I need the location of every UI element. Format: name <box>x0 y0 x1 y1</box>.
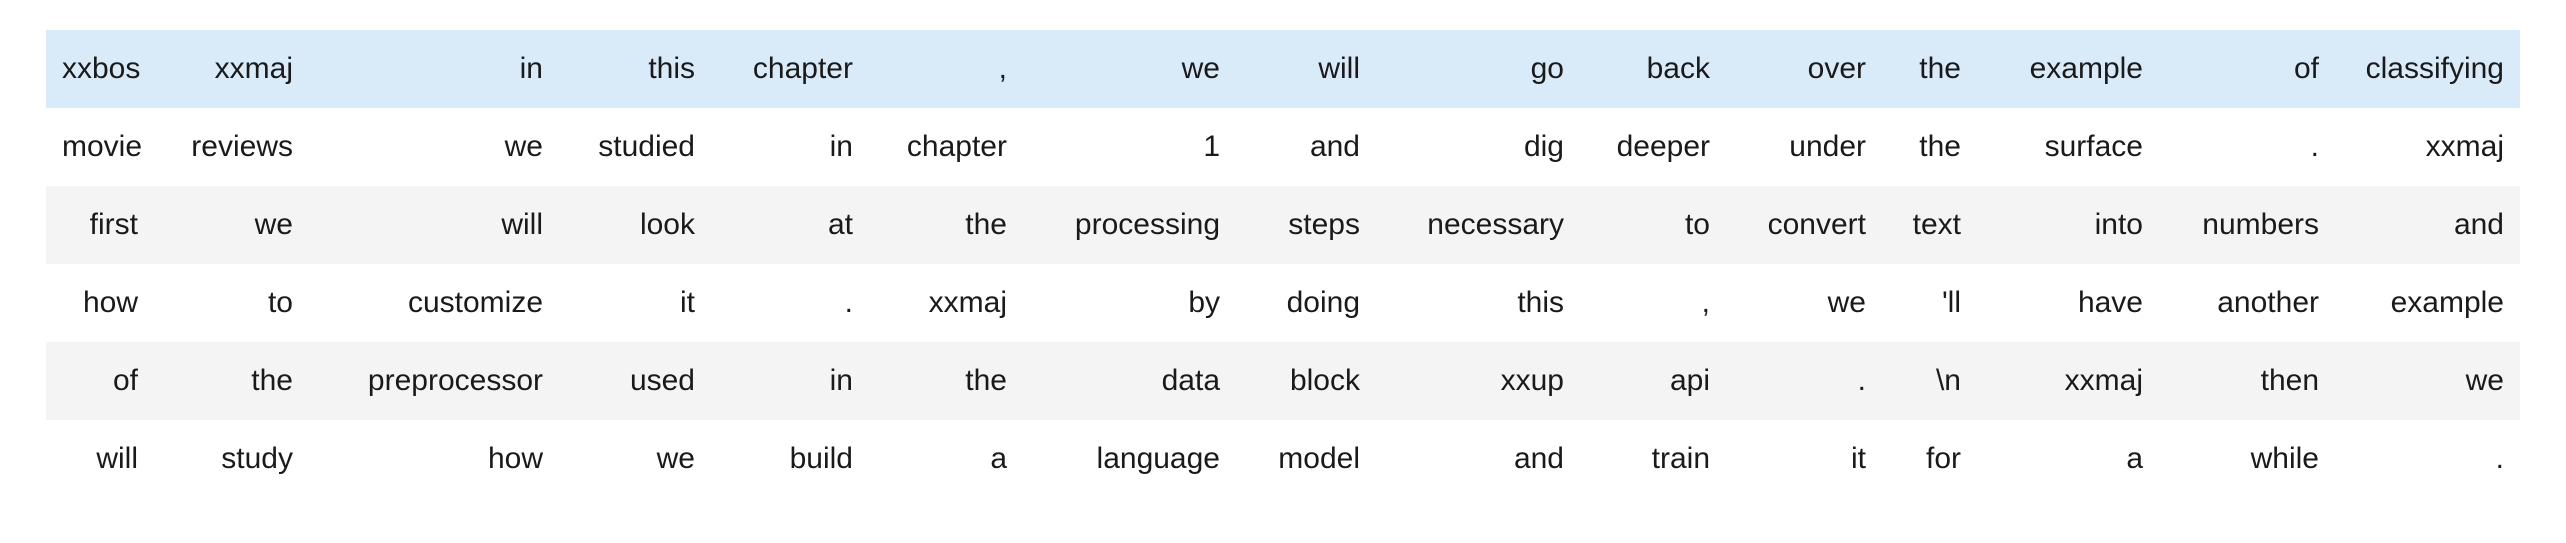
token-cell: first <box>46 186 154 264</box>
token-cell: and <box>2335 186 2520 264</box>
token-cell: it <box>559 264 711 342</box>
token-cell: the <box>869 186 1023 264</box>
token-cell: in <box>309 30 559 108</box>
token-cell: xxup <box>1376 342 1580 420</box>
token-cell: chapter <box>869 108 1023 186</box>
token-cell: 1 <box>1023 108 1236 186</box>
token-cell: processing <box>1023 186 1236 264</box>
token-cell: will <box>46 420 154 498</box>
token-cell: into <box>1977 186 2159 264</box>
token-cell: to <box>1580 186 1726 264</box>
token-cell: how <box>46 264 154 342</box>
token-cell: this <box>1376 264 1580 342</box>
token-cell: by <box>1023 264 1236 342</box>
token-cell: of <box>2159 30 2335 108</box>
token-cell: . <box>1726 342 1882 420</box>
token-cell: train <box>1580 420 1726 498</box>
token-cell: will <box>1236 30 1376 108</box>
token-cell: the <box>869 342 1023 420</box>
token-cell: . <box>2159 108 2335 186</box>
token-cell: 'll <box>1882 264 1977 342</box>
token-cell: at <box>711 186 869 264</box>
token-cell: movie <box>46 108 154 186</box>
token-cell: a <box>869 420 1023 498</box>
token-cell: we <box>2335 342 2520 420</box>
token-cell: in <box>711 342 869 420</box>
token-cell: studied <box>559 108 711 186</box>
token-cell: xxmaj <box>154 30 309 108</box>
token-cell: xxmaj <box>2335 108 2520 186</box>
token-cell: example <box>1977 30 2159 108</box>
token-cell: the <box>1882 108 1977 186</box>
token-cell: to <box>154 264 309 342</box>
token-cell: . <box>2335 420 2520 498</box>
token-cell: the <box>154 342 309 420</box>
token-cell: , <box>869 30 1023 108</box>
token-cell: while <box>2159 420 2335 498</box>
token-cell: , <box>1580 264 1726 342</box>
token-cell: doing <box>1236 264 1376 342</box>
token-cell: in <box>711 108 869 186</box>
token-cell: block <box>1236 342 1376 420</box>
token-cell: reviews <box>154 108 309 186</box>
token-cell: customize <box>309 264 559 342</box>
token-cell: and <box>1236 108 1376 186</box>
token-cell: this <box>559 30 711 108</box>
token-cell: model <box>1236 420 1376 498</box>
token-cell: . <box>711 264 869 342</box>
token-cell: we <box>1023 30 1236 108</box>
token-cell: text <box>1882 186 1977 264</box>
token-cell: xxbos <box>46 30 154 108</box>
token-cell: xxmaj <box>1977 342 2159 420</box>
token-cell: \n <box>1882 342 1977 420</box>
token-cell: study <box>154 420 309 498</box>
token-cell: the <box>1882 30 1977 108</box>
token-cell: go <box>1376 30 1580 108</box>
token-cell: will <box>309 186 559 264</box>
token-cell: steps <box>1236 186 1376 264</box>
token-cell: we <box>154 186 309 264</box>
token-cell: and <box>1376 420 1580 498</box>
token-cell: used <box>559 342 711 420</box>
token-cell: classifying <box>2335 30 2520 108</box>
token-cell: another <box>2159 264 2335 342</box>
token-cell: have <box>1977 264 2159 342</box>
token-cell: api <box>1580 342 1726 420</box>
token-cell: build <box>711 420 869 498</box>
token-cell: over <box>1726 30 1882 108</box>
token-cell: how <box>309 420 559 498</box>
token-cell: dig <box>1376 108 1580 186</box>
token-cell: of <box>46 342 154 420</box>
token-cell: deeper <box>1580 108 1726 186</box>
token-cell: look <box>559 186 711 264</box>
token-cell: example <box>2335 264 2520 342</box>
token-cell: we <box>1726 264 1882 342</box>
token-cell: back <box>1580 30 1726 108</box>
token-cell: convert <box>1726 186 1882 264</box>
token-cell: for <box>1882 420 1977 498</box>
token-cell: necessary <box>1376 186 1580 264</box>
token-cell: then <box>2159 342 2335 420</box>
token-cell: chapter <box>711 30 869 108</box>
token-cell: under <box>1726 108 1882 186</box>
token-cell: xxmaj <box>869 264 1023 342</box>
token-cell: preprocessor <box>309 342 559 420</box>
token-cell: we <box>309 108 559 186</box>
token-cell: it <box>1726 420 1882 498</box>
token-cell: language <box>1023 420 1236 498</box>
token-cell: data <box>1023 342 1236 420</box>
token-cell: numbers <box>2159 186 2335 264</box>
token-cell: surface <box>1977 108 2159 186</box>
token-cell: a <box>1977 420 2159 498</box>
token-cell: we <box>559 420 711 498</box>
